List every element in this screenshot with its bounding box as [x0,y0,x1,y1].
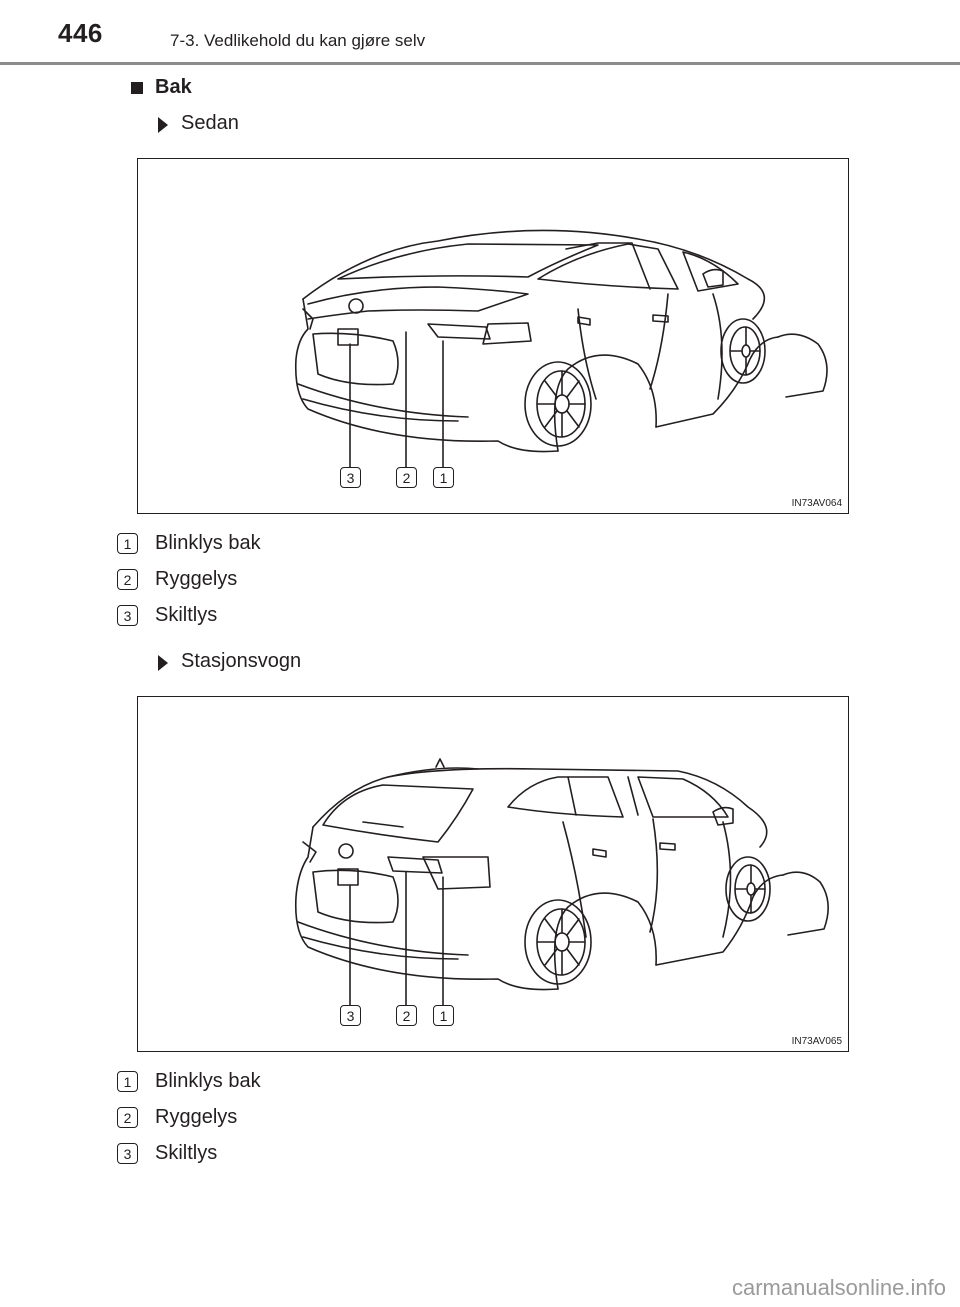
legend-number: 1 [117,1071,138,1092]
legend-number: 1 [117,533,138,554]
wagon-figure: 3 2 1 IN73AV065 [137,696,849,1052]
legend-label: Blinklys bak [155,532,261,554]
callout-3: 3 [340,467,361,488]
figure-code: IN73AV064 [791,498,842,509]
header-divider [0,62,960,65]
legend-number: 3 [117,1143,138,1164]
legend-number: 3 [117,605,138,626]
legend-number: 2 [117,569,138,590]
triangle-bullet-icon [158,655,168,671]
section-bullet-icon [131,82,143,94]
sedan-figure: 3 2 1 IN73AV064 [137,158,849,514]
callout-1: 1 [433,467,454,488]
callout-2: 2 [396,1005,417,1026]
legend-label: Ryggelys [155,1106,238,1128]
legend-label: Skiltlys [155,604,218,626]
callout-1: 1 [433,1005,454,1026]
triangle-bullet-icon [158,117,168,133]
legend-label: Blinklys bak [155,1070,261,1092]
section-title: Bak [155,76,192,98]
wagon-illustration [294,758,829,1006]
subsection-title-sedan: Sedan [181,112,239,134]
page-number: 446 [58,18,103,48]
figure-code: IN73AV065 [791,1036,842,1047]
subsection-title-wagon: Stasjonsvogn [181,650,302,672]
legend-label: Ryggelys [155,568,238,590]
sedan-illustration [294,229,828,468]
callout-3: 3 [340,1005,361,1026]
legend-number: 2 [117,1107,138,1128]
callout-2: 2 [396,467,417,488]
chapter-title: 7-3. Vedlikehold du kan gjøre selv [170,31,426,50]
watermark: carmanualsonline.info [731,1275,946,1300]
legend-label: Skiltlys [155,1142,218,1164]
